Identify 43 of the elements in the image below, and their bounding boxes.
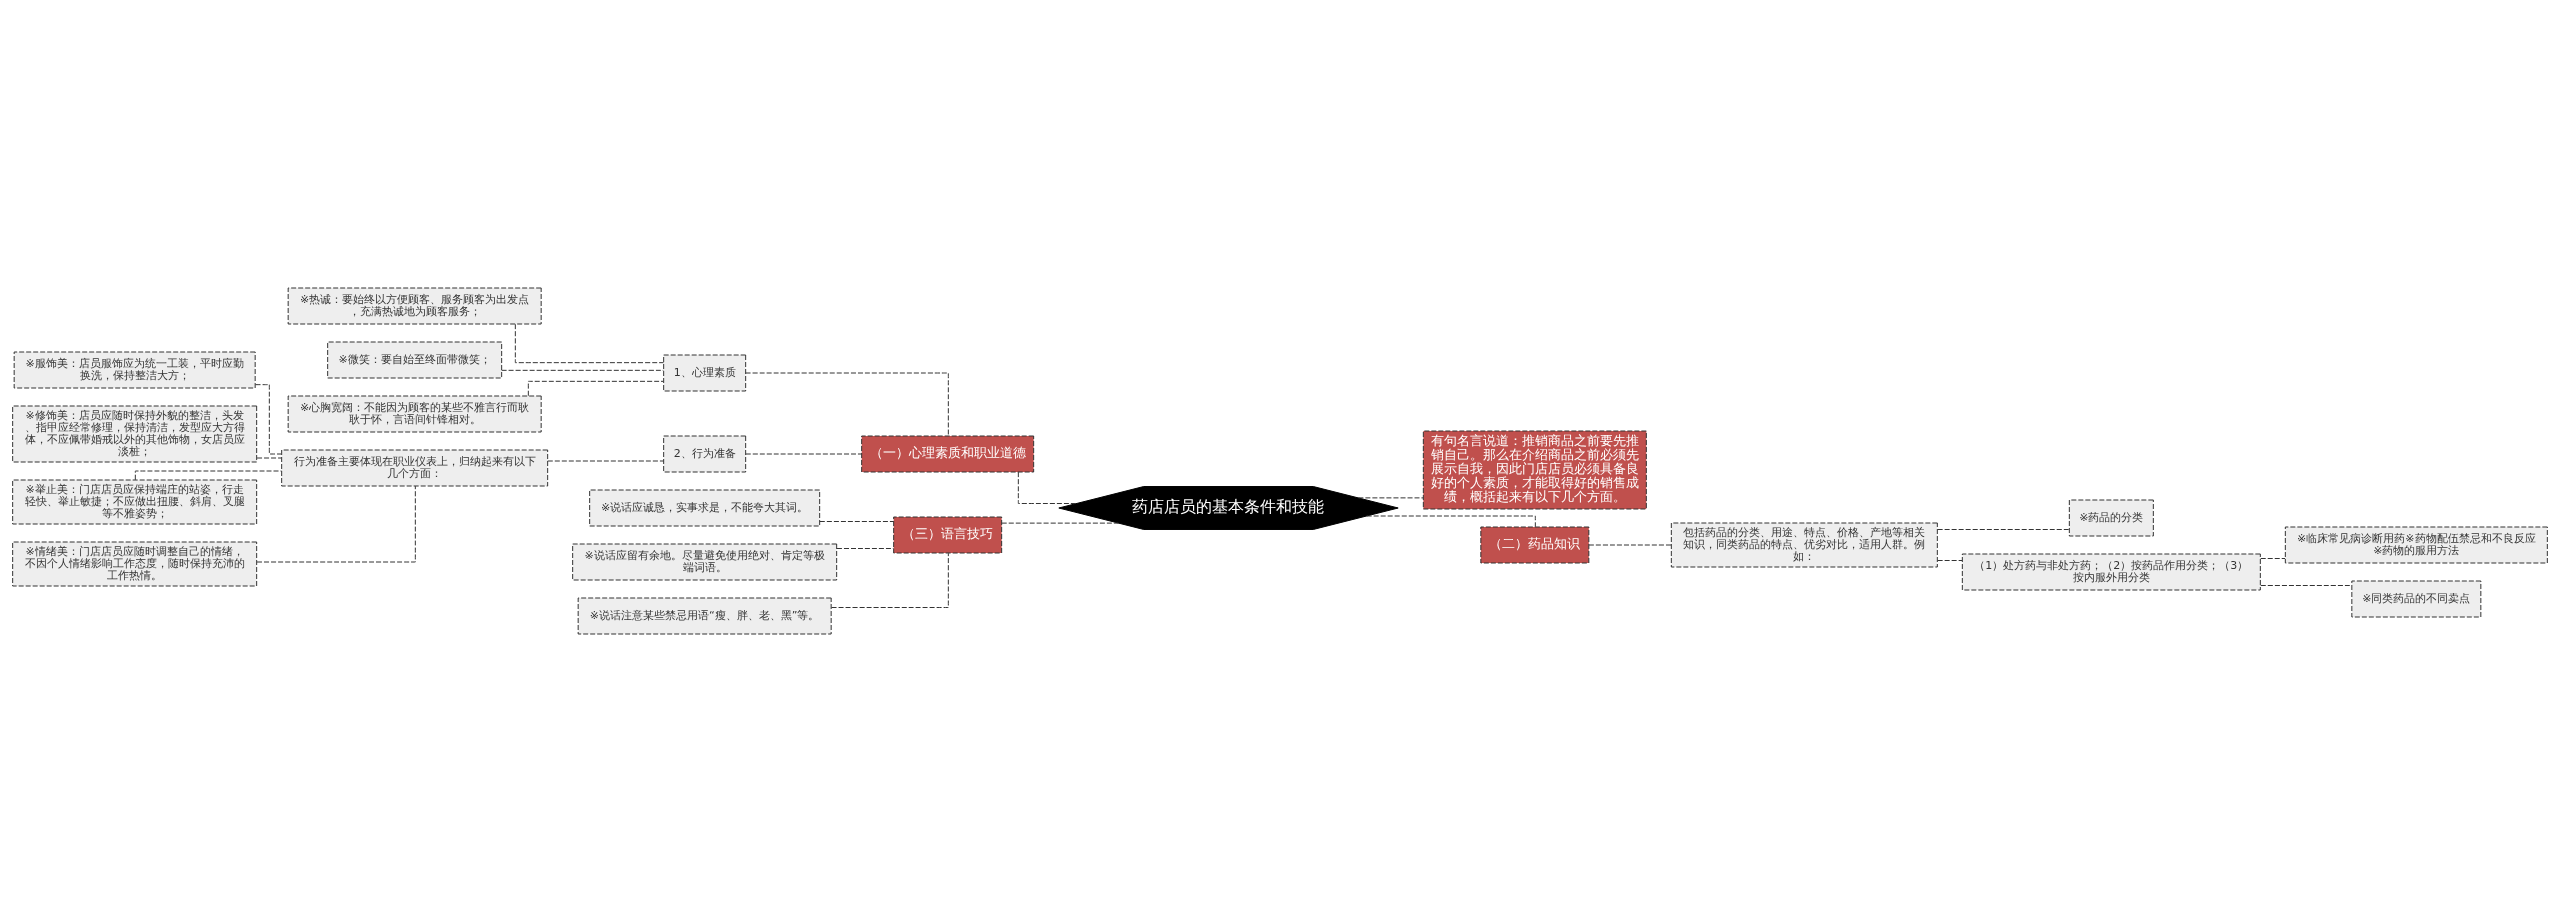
node-box: ※心胸宽阔：不能因为顾客的某些不雅言行而耿耿于怀，言语间针锋相对。	[287, 395, 542, 432]
connector	[501, 369, 664, 371]
node-box: ※服饰美：店员服饰应为统一工装，平时应勤换洗，保持整洁大方；	[13, 351, 256, 388]
connector	[134, 470, 283, 480]
node-box: （二）药品知识	[1480, 526, 1590, 563]
node-box: （一）心理素质和职业道德	[861, 435, 1035, 472]
node-box: ※临床常见病诊断用药※药物配伍禁忌和不良反应※药物的服用方法	[2284, 526, 2548, 563]
node-box: 2、行为准备	[663, 435, 747, 472]
connector	[745, 372, 949, 436]
connector	[514, 323, 665, 363]
node-box: ※修饰美：店员应随时保持外貌的整洁，头发、指甲应经常修理，保持清洁，发型应大方得体，不应佩带婚戒以外的其他饰物，女店员应淡桩；	[12, 405, 258, 462]
node-box: ※情绪美：门店店员应随时调整自己的情绪，不因个人情绪影响工作态度，随时保持充沛的工作热情。	[12, 541, 258, 586]
connector	[819, 520, 895, 522]
node-box: （三）语言技巧	[893, 516, 1003, 553]
connector	[254, 383, 282, 454]
node-box: 有句名言说道：推销商品之前要先推销自己。那么在介绍商品之前必须先展示自我，因此门店店员必须具备良好的个人素质，才能取得好的销售成绩，概括起来有以下几个方面。	[1422, 430, 1647, 509]
connector	[1001, 522, 1119, 524]
node-box: 包括药品的分类、用途、特点、价格、产地等相关知识，同类药品的特点、优劣对比，适用人群。例如：	[1670, 522, 1938, 567]
connector	[745, 453, 863, 454]
node-box: ※说话应诚恳，实事求是，不能夸大其词。	[589, 489, 821, 526]
node-box: ※举止美：门店店员应保持端庄的站姿，行走轻快、举止敏捷；不应做出扭腰、斜肩、叉腿等不雅姿势；	[12, 479, 258, 524]
node-box: ※微笑：要自始至终面带微笑；	[327, 341, 503, 378]
connector	[836, 547, 895, 549]
connector	[547, 460, 665, 461]
node-box: ※说话注意某些禁忌用语“瘦、胖、老、黑”等。	[577, 597, 832, 634]
connector	[831, 552, 949, 608]
node-box: 行为准备主要体现在职业仪表上，归纳起来有以下几个方面：	[281, 449, 549, 486]
node-box: ※热诚：要始终以方便顾客、服务顾客为出发点，充满热诚地为顾客服务；	[287, 287, 542, 324]
connector	[2260, 557, 2286, 559]
connector	[256, 485, 416, 562]
connector	[1937, 559, 1963, 561]
connector	[1017, 471, 1078, 504]
node-box: （1）处方药与非处方药；（2）按药品作用分类；（3）按内服外用分类	[1961, 553, 2261, 590]
node-box: ※同类药品的不同卖点	[2351, 580, 2482, 617]
connector	[2260, 584, 2353, 586]
node-box: ※说话应留有余地。尽量避免使用绝对、肯定等极端词语。	[572, 543, 838, 580]
connector	[1357, 496, 1424, 498]
node-box: ※药品的分类	[2068, 499, 2154, 536]
connector	[527, 380, 664, 396]
connector	[1588, 544, 1672, 545]
connector	[1937, 528, 2070, 530]
node-box: 1、心理素质	[663, 354, 747, 391]
connector	[256, 457, 282, 458]
